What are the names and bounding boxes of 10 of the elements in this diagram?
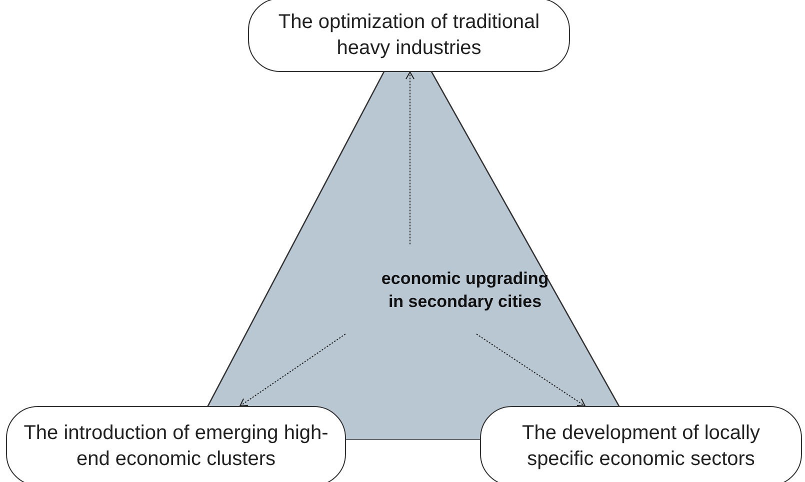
rounded-box bbox=[480, 406, 802, 482]
box-label: The development of locally specific economic sectors bbox=[521, 421, 761, 472]
arrow bbox=[240, 334, 346, 406]
box-label: The introduction of emerging high-end economic clusters bbox=[22, 421, 330, 472]
arrow bbox=[476, 334, 586, 406]
arrow bbox=[406, 72, 414, 245]
rounded-box bbox=[6, 406, 346, 482]
center-label: economic upgrading in secondary cities bbox=[380, 268, 550, 313]
box-label: The optimization of traditional heavy industries bbox=[277, 10, 541, 61]
rounded-box bbox=[248, 0, 570, 72]
